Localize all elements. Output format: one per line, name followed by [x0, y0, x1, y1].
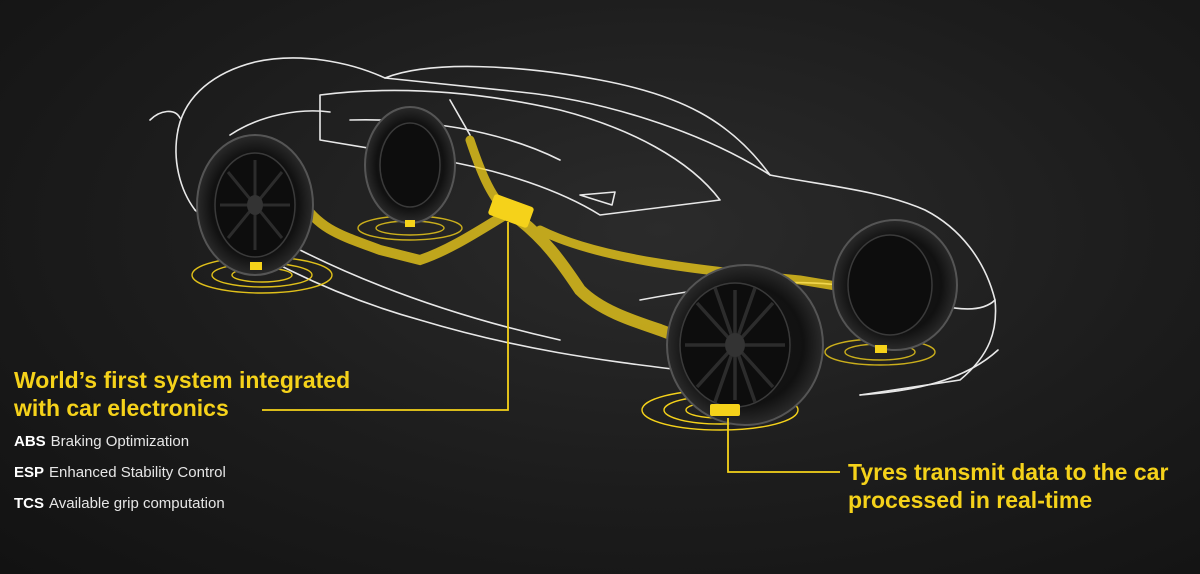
- right-headline-line2: processed in real-time: [848, 487, 1093, 513]
- front-left-tyre: [666, 264, 824, 426]
- callout-lines: [262, 222, 840, 473]
- left-headline-line2: with car electronics: [14, 395, 229, 421]
- right-headline: Tyres transmit data to the car processed…: [848, 458, 1193, 514]
- rear-right-tyre: [364, 106, 456, 227]
- feature-abbr: TCS: [14, 495, 44, 512]
- control-unit: [488, 194, 534, 228]
- front-right-tyre: [832, 219, 958, 353]
- feature-text: Available grip computation: [49, 495, 225, 512]
- left-headline-line1: World’s first system integrated: [14, 367, 351, 393]
- left-headline: World’s first system integrated with car…: [14, 366, 394, 422]
- feature-item-tcs: TCS Available grip computation: [14, 494, 226, 514]
- right-headline-line1: Tyres transmit data to the car: [848, 459, 1169, 485]
- feature-text: Enhanced Stability Control: [49, 464, 226, 481]
- feature-abbr: ESP: [14, 464, 45, 481]
- rear-left-tyre: [196, 134, 314, 276]
- feature-text: Braking Optimization: [50, 433, 190, 450]
- feature-abbr: ABS: [14, 433, 46, 450]
